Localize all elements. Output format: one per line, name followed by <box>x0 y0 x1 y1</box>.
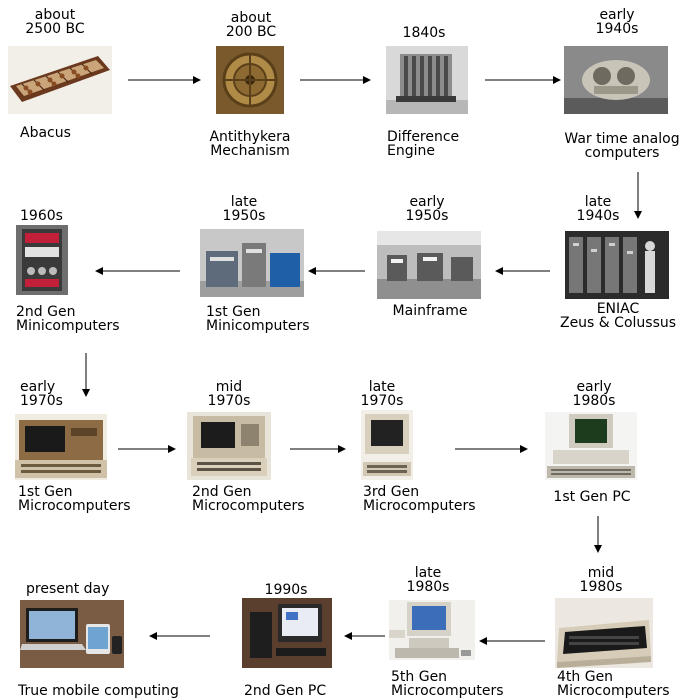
era-label: early 1980s <box>572 379 616 409</box>
era-label: late 1950s <box>222 194 266 224</box>
era-label: late 1940s <box>576 194 620 224</box>
mobile-devices-image <box>20 600 124 668</box>
microcomputer-3rd-gen-image <box>361 410 413 480</box>
era-label: about 2500 BC <box>25 7 85 37</box>
stage-label: War time analog computers <box>564 131 680 161</box>
era-label: late 1970s <box>360 379 404 409</box>
stage-label: 4th Gen Microcomputers <box>557 669 670 699</box>
pc-1st-gen-image <box>545 412 637 480</box>
era-label: 1990s <box>264 582 308 598</box>
era-label: about 200 BC <box>225 10 277 40</box>
minicomputer-1st-gen-image <box>200 229 304 297</box>
stage-label: 2nd Gen Minicomputers <box>16 304 120 334</box>
pc-2nd-gen-image <box>242 598 332 668</box>
difference-engine-image <box>386 46 468 114</box>
stage-label: 2nd Gen Microcomputers <box>192 484 305 514</box>
abacus-image <box>8 46 112 114</box>
era-label: early 1970s <box>20 379 63 409</box>
era-label: early 1940s <box>595 7 639 37</box>
stage-label: Abacus <box>20 125 71 141</box>
era-label: 1960s <box>20 208 63 224</box>
era-label: mid 1980s <box>579 565 623 595</box>
stage-label: Antithykera Mechanism <box>209 129 291 159</box>
era-label: early 1950s <box>405 194 449 224</box>
analog-computer-image <box>564 46 668 114</box>
stage-label: Mainframe <box>392 303 468 319</box>
stage-label: 3rd Gen Microcomputers <box>363 484 476 514</box>
stage-label: 5th Gen Microcomputers <box>391 669 504 699</box>
era-label: late 1980s <box>406 565 450 595</box>
stage-label: 1st Gen Minicomputers <box>206 304 310 334</box>
microcomputer-5th-gen-image <box>389 600 475 660</box>
eniac-image <box>565 231 669 299</box>
antikythera-mechanism-image <box>216 46 284 114</box>
minicomputer-2nd-gen-image <box>16 225 68 295</box>
microcomputer-1st-gen-image <box>15 414 107 480</box>
mainframe-image <box>377 231 481 299</box>
era-label: mid 1970s <box>207 379 251 409</box>
stage-label: Difference Engine <box>387 129 460 159</box>
microcomputer-4th-gen-image <box>555 598 653 668</box>
stage-label: True mobile computing <box>18 683 179 699</box>
microcomputer-2nd-gen-image <box>187 412 271 480</box>
stage-label: ENIAC Zeus & Colussus <box>559 301 677 331</box>
stage-label: 2nd Gen PC <box>244 683 327 699</box>
era-label: 1840s <box>402 25 446 41</box>
stage-label: 1st Gen Microcomputers <box>18 484 131 514</box>
era-label: present day <box>26 581 110 597</box>
stage-label: 1st Gen PC <box>553 489 631 505</box>
